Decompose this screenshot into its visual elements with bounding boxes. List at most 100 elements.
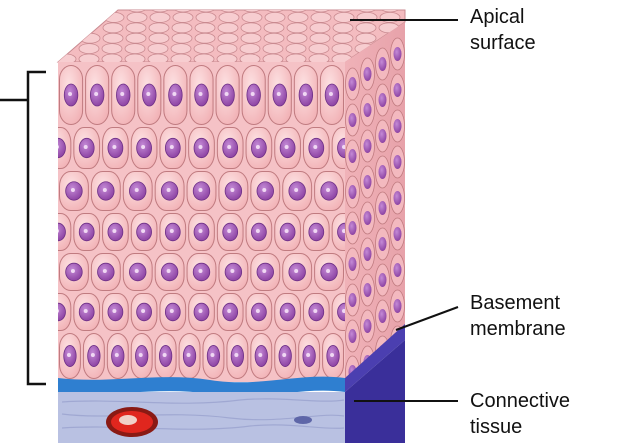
apical-cell-top (311, 12, 331, 22)
epithelial-cell (275, 214, 301, 251)
epithelial-cell (303, 294, 329, 331)
epithelial-cell (155, 172, 184, 211)
side-cell (376, 156, 390, 188)
side-cell (346, 284, 360, 316)
side-cell (361, 130, 375, 162)
apical-cell-top (103, 33, 123, 43)
epithelial-cell (86, 66, 109, 125)
epithelial-cell (189, 294, 215, 331)
side-cell (376, 228, 390, 260)
epithelial-cell (294, 66, 317, 125)
epithelial-cell (315, 254, 344, 291)
epithelial-cell (91, 254, 120, 291)
epithelial-cell (131, 334, 152, 379)
basement-label-line-2: membrane (470, 316, 566, 342)
epithelial-cell (60, 172, 89, 211)
epithelial-cell (60, 66, 83, 125)
epithelial-cell (160, 128, 186, 169)
epithelial-cell (227, 334, 248, 379)
apical-cell-top (241, 33, 261, 43)
epithelial-cell (246, 214, 272, 251)
basement-membrane-label: Basement membrane (470, 290, 566, 342)
connective-label-line-1: Connective (470, 388, 570, 414)
epithelial-cell (246, 128, 272, 169)
apical-cell-top (80, 33, 100, 43)
side-cell (376, 300, 390, 332)
apical-surface-label: Apical surface (470, 4, 536, 56)
epithelial-cell (36, 334, 57, 379)
apical-cell-top (287, 33, 307, 43)
epithelial-cell (216, 66, 239, 125)
epithelial-cell (217, 214, 243, 251)
epithelial-cell (16, 294, 42, 331)
apical-cell-top (126, 33, 146, 43)
apical-cell-top (263, 44, 283, 54)
epithelial-cell (303, 214, 329, 251)
side-cell (346, 248, 360, 280)
apical-cell-top (380, 2, 400, 12)
epithelial-cell (74, 128, 100, 169)
apical-cell-top (333, 33, 353, 43)
side-cell (361, 238, 375, 270)
epithelial-cell (303, 128, 329, 169)
apical-cell-top (265, 2, 285, 12)
apical-cell-top (127, 2, 147, 12)
apical-cell-top (264, 23, 284, 33)
epithelial-cell (275, 334, 296, 379)
apical-cell-top (333, 23, 353, 33)
apical-cell-top (219, 2, 239, 12)
epithelial-cell (107, 334, 128, 379)
side-cell (391, 146, 405, 178)
side-cell (376, 48, 390, 80)
epithelial-cell (251, 334, 272, 379)
side-cell (391, 110, 405, 142)
epithelial-cell (299, 334, 320, 379)
side-cell (361, 202, 375, 234)
apical-cell-top (288, 12, 308, 22)
connective-label-line-2: tissue (470, 414, 570, 440)
apical-cell-top (356, 33, 376, 43)
epithelial-cell (187, 254, 216, 291)
epithelial-cell (242, 66, 265, 125)
apical-cell-top (172, 33, 192, 43)
apical-cell-top (286, 44, 306, 54)
epithelial-cell (74, 214, 100, 251)
apical-cell-top (240, 44, 260, 54)
epithelial-cell (251, 172, 280, 211)
epithelial-cell (275, 294, 301, 331)
apical-cell-top (195, 33, 215, 43)
side-cell (361, 58, 375, 90)
side-cell (391, 254, 405, 286)
apical-cell-top (242, 12, 262, 22)
epithelial-cell (60, 254, 89, 291)
apical-cell-top (265, 12, 285, 22)
side-cell (346, 104, 360, 136)
epithelial-cell (155, 254, 184, 291)
epithelial-cell (164, 66, 187, 125)
side-cell (346, 140, 360, 172)
side-cell (346, 212, 360, 244)
blood-vessel-icon (106, 407, 158, 437)
epithelial-cell (60, 334, 81, 379)
side-cell (391, 182, 405, 214)
epithelium-bracket (28, 72, 46, 384)
apical-cell-top (334, 2, 354, 12)
basement-leader-line (396, 307, 458, 330)
epithelial-cell (131, 128, 157, 169)
apical-label-line-2: surface (470, 30, 536, 56)
epithelial-cell (190, 66, 213, 125)
apical-cell-top (356, 23, 376, 33)
side-cell (391, 290, 405, 322)
epithelial-cell (189, 214, 215, 251)
epithelial-cell (275, 128, 301, 169)
epithelial-cell (160, 214, 186, 251)
side-cell (376, 120, 390, 152)
epithelial-cell (187, 172, 216, 211)
apical-cell-top (241, 23, 261, 33)
epithelial-cell (219, 172, 248, 211)
apical-cell-top (171, 44, 191, 54)
apical-cell-top (172, 23, 192, 33)
apical-cell-top (242, 2, 262, 12)
apical-cell-top (148, 44, 168, 54)
